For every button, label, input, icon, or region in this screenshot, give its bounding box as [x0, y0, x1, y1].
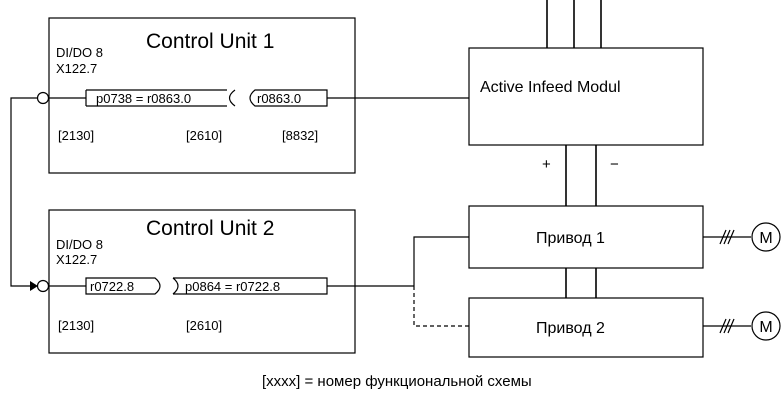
cu2-param-left-shape: [85, 277, 161, 295]
cu1-param-left: p0738 = r0863.0: [96, 91, 191, 106]
cu2-terminal-node: [36, 279, 50, 293]
infeed-module-box: [468, 47, 704, 146]
infeed-module-label: Active Infeed Modul: [480, 79, 621, 96]
cu1-param-left-shape: [85, 89, 227, 107]
drive-1-label: Привод 1: [536, 230, 605, 247]
cu1-ref-2610: [2610]: [186, 128, 222, 143]
drive-1-box: [468, 205, 704, 269]
motor-2-symbol: M: [759, 319, 772, 336]
control-unit-2-terminal: X122.7: [56, 252, 97, 267]
cu2-param-left: r0722.8: [90, 279, 134, 294]
cu1-param-right-shape: [249, 89, 328, 107]
cu1-terminal-node: [36, 91, 50, 105]
dc-link-minus-label: −: [610, 156, 619, 173]
cu1-to-cu2-link: [10, 97, 38, 287]
drive-2-box: [468, 297, 704, 358]
cu1-connector-arc-left: [228, 89, 236, 107]
control-unit-1-box: [48, 17, 356, 174]
cu2-ref-2130: [2130]: [58, 318, 94, 333]
dc-link-plus-label: +: [542, 156, 551, 173]
link-arrowhead-icon: [30, 281, 38, 291]
control-unit-1-title: Control Unit 1: [146, 30, 274, 53]
control-unit-1-dido: DI/DO 8: [56, 45, 103, 60]
motor-1-icon: [751, 222, 781, 252]
cu1-param-right: r0863.0: [257, 91, 301, 106]
motor-2-three-phase-icon: [719, 318, 735, 334]
control-unit-1-terminal: X122.7: [56, 61, 97, 76]
cu2-to-drive2-dashed-line: [413, 286, 469, 327]
control-unit-2-title: Control Unit 2: [146, 217, 274, 240]
cu2-to-drive1-line: [413, 236, 469, 286]
motor-2-icon: [751, 311, 781, 341]
footnote: [xxxx] = номер функциональной схемы: [262, 373, 532, 390]
control-unit-2-dido: DI/DO 8: [56, 237, 103, 252]
motor-1-symbol: M: [759, 230, 772, 247]
motor-1-three-phase-icon: [719, 229, 735, 245]
control-unit-2-box: [48, 209, 356, 354]
cu1-ref-2130: [2130]: [58, 128, 94, 143]
cu2-param-right: p0864 = r0722.8: [185, 279, 280, 294]
drive-2-label: Привод 2: [536, 320, 605, 337]
cu1-ref-8832: [8832]: [282, 128, 318, 143]
cu2-ref-2610: [2610]: [186, 318, 222, 333]
